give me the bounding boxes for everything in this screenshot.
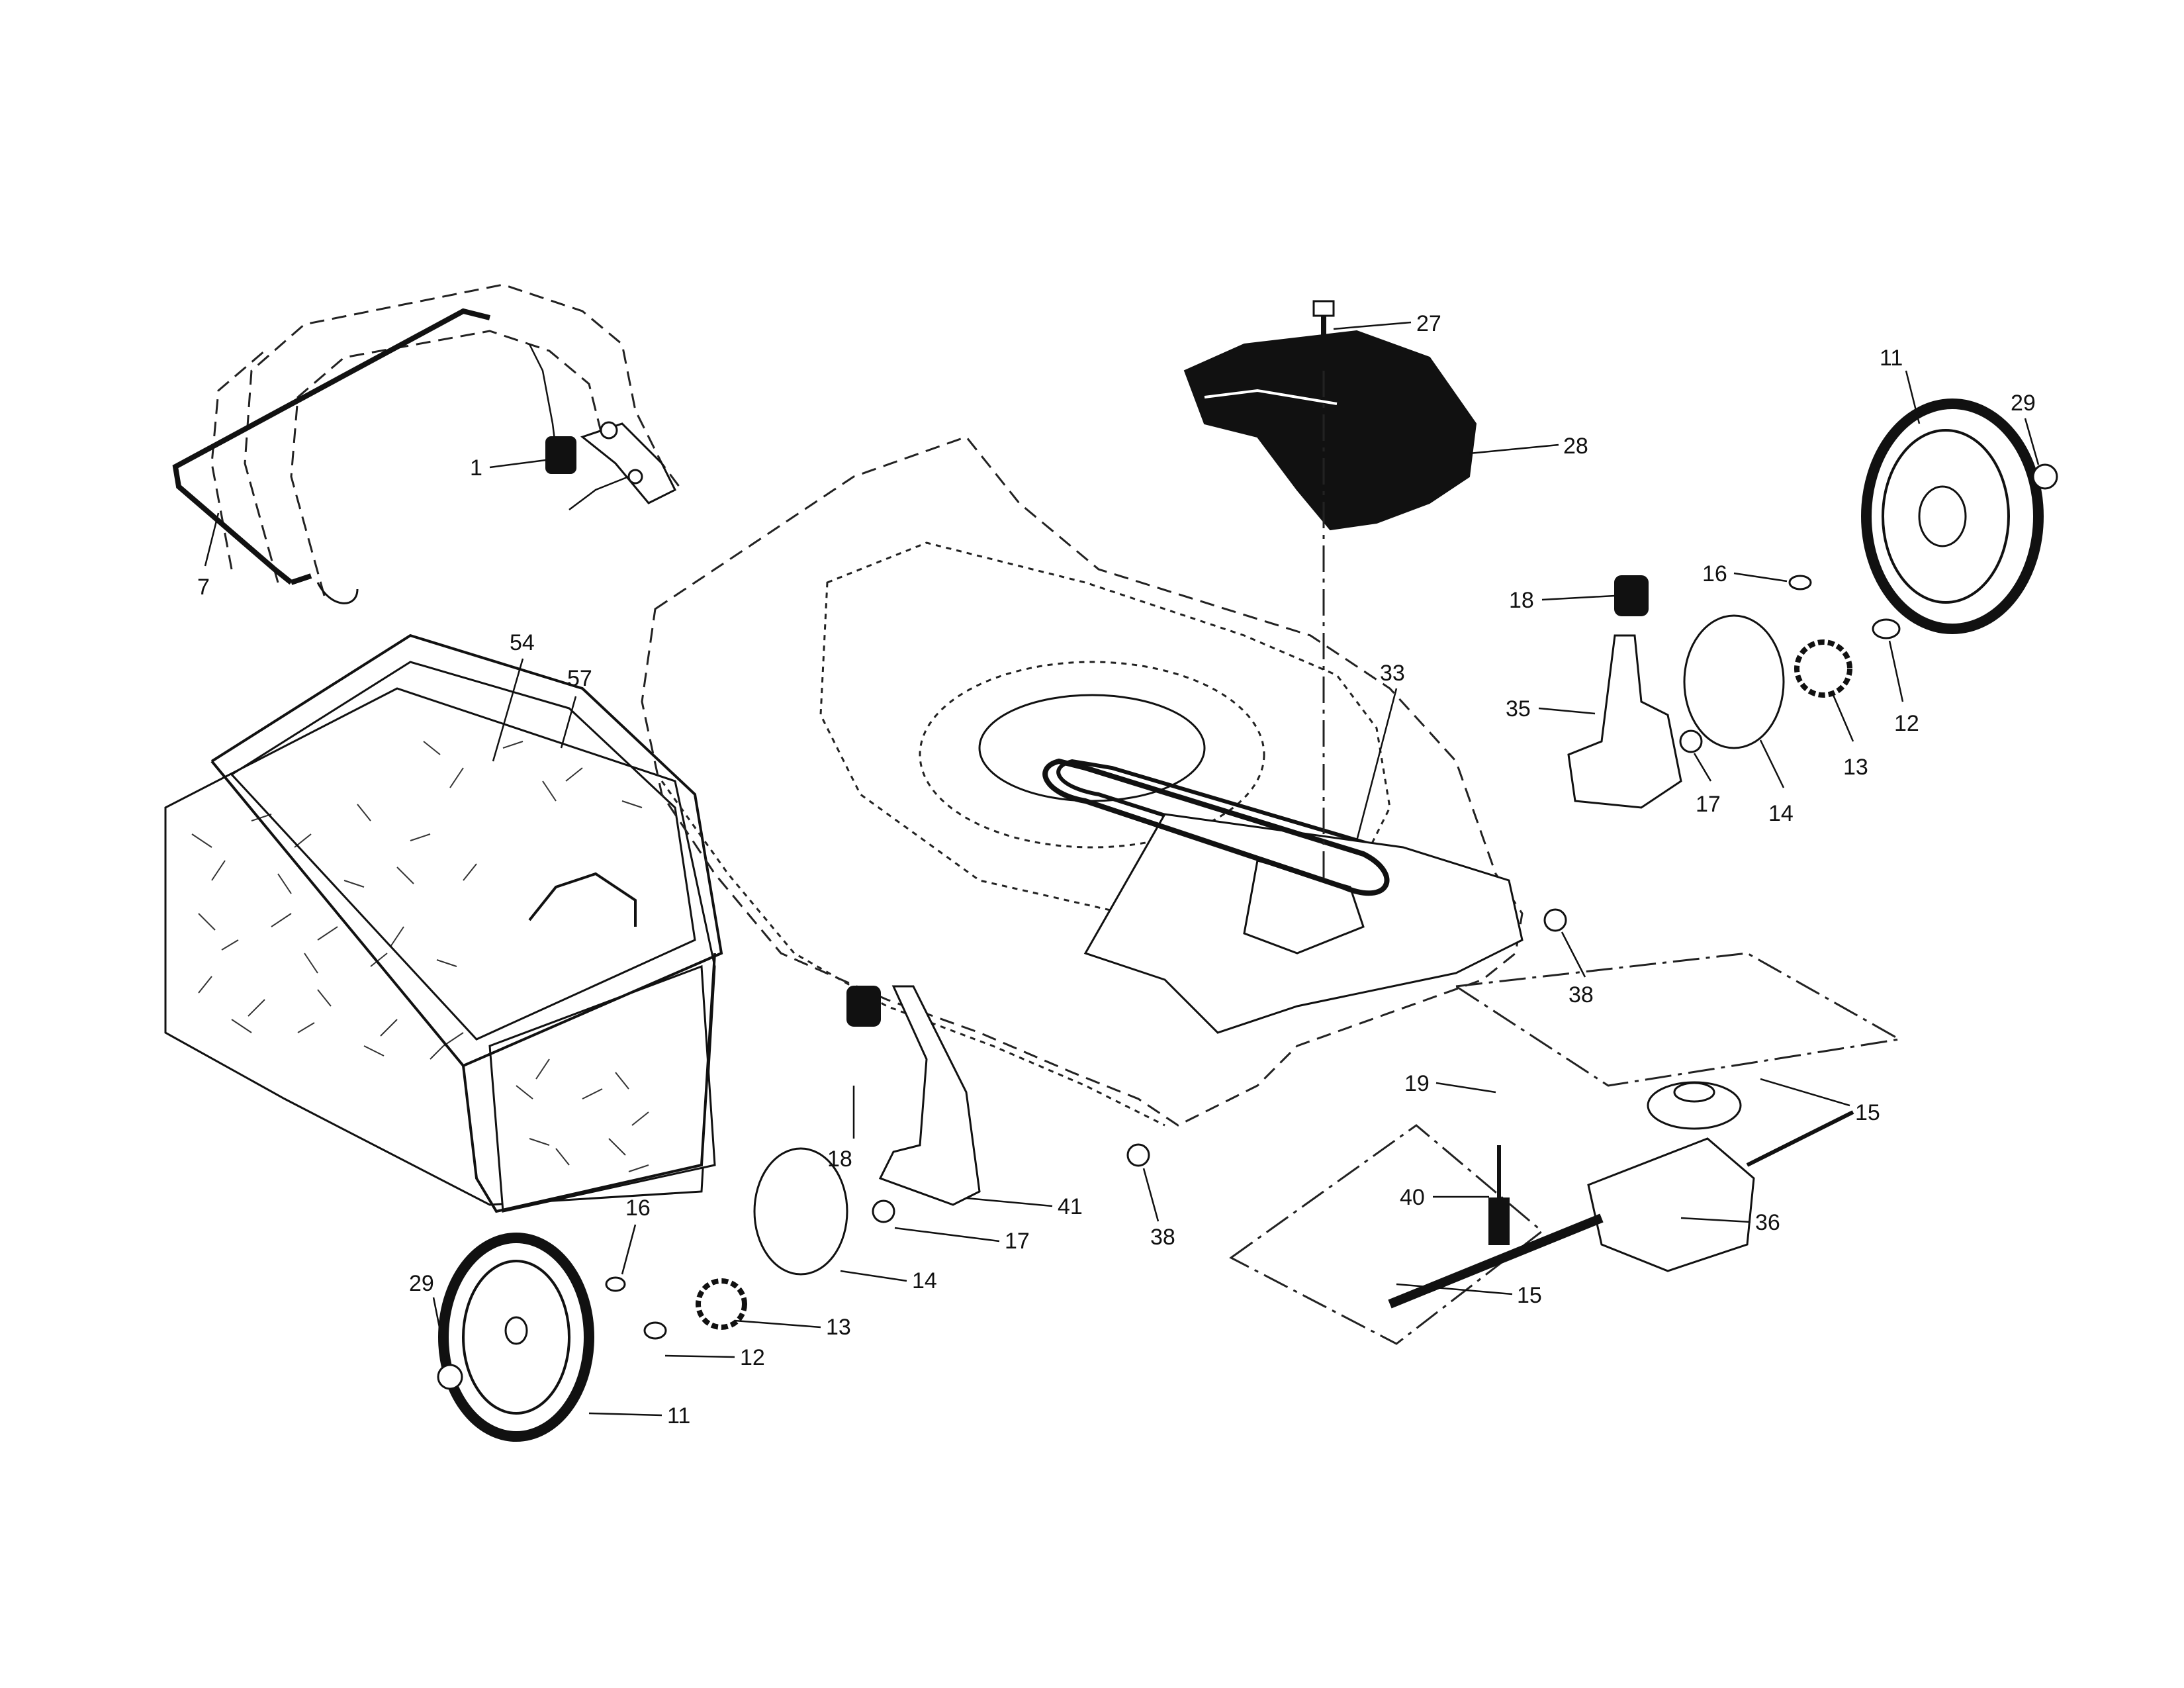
right-spacer xyxy=(1679,729,1703,753)
label-16-left: 16 xyxy=(625,1196,651,1221)
right-wheel-nut xyxy=(2032,463,2058,490)
label-19: 19 xyxy=(1404,1071,1430,1096)
bag-texture xyxy=(191,741,649,1172)
left-wheel-nut xyxy=(437,1364,463,1390)
label-13-right: 13 xyxy=(1843,755,1868,780)
right-wheel xyxy=(1861,399,2044,634)
right-dust-cover xyxy=(1683,614,1785,749)
bail-spring-clip xyxy=(528,344,643,510)
label-41: 41 xyxy=(1058,1194,1083,1219)
drive-shaft xyxy=(1388,1213,1604,1309)
label-29-right: 29 xyxy=(2011,391,2036,416)
drive-belt xyxy=(1042,758,1390,896)
left-dust-cover xyxy=(753,1147,848,1276)
bail-wire xyxy=(172,308,490,585)
label-17-right: 17 xyxy=(1696,792,1721,817)
left-spacer xyxy=(872,1199,895,1223)
label-57: 57 xyxy=(567,666,592,691)
right-height-adjuster xyxy=(1567,575,1682,809)
mower-deck xyxy=(641,436,1524,1127)
left-retaining-ring xyxy=(643,1321,667,1340)
label-13-left: 13 xyxy=(826,1315,851,1340)
label-38-right: 38 xyxy=(1569,982,1594,1008)
label-15-left: 15 xyxy=(1517,1283,1542,1308)
right-gear xyxy=(1794,639,1852,698)
label-36: 36 xyxy=(1755,1210,1780,1235)
transmission-box xyxy=(1229,952,1903,1345)
bag-frame xyxy=(210,633,723,1213)
upper-handle xyxy=(210,283,683,604)
left-wheel xyxy=(438,1233,594,1442)
label-35: 35 xyxy=(1506,696,1531,722)
label-18-right: 18 xyxy=(1509,588,1534,613)
label-54: 54 xyxy=(510,630,535,655)
left-gear xyxy=(696,1278,747,1330)
left-height-adjuster xyxy=(846,985,981,1206)
label-14-left: 14 xyxy=(912,1268,937,1293)
transmission xyxy=(1587,1081,1755,1272)
label-16-right: 16 xyxy=(1702,561,1727,586)
left-locknut xyxy=(1126,1143,1150,1167)
label-14-right: 14 xyxy=(1768,801,1794,826)
part-callouts: 1 7 54 57 27 28 11 29 16 18 35 33 12 13 … xyxy=(197,311,2040,1429)
label-12-right: 12 xyxy=(1894,711,1919,736)
label-40: 40 xyxy=(1400,1185,1425,1210)
label-15-right: 15 xyxy=(1855,1100,1880,1125)
label-17-left: 17 xyxy=(1005,1229,1030,1254)
label-12-left: 12 xyxy=(740,1345,765,1370)
label-27: 27 xyxy=(1416,311,1441,336)
label-33: 33 xyxy=(1380,661,1405,686)
right-shaft-end xyxy=(1746,1110,1854,1167)
label-29-left: 29 xyxy=(409,1271,434,1296)
label-38-left: 38 xyxy=(1150,1225,1175,1250)
label-1: 1 xyxy=(470,455,482,481)
right-retaining-ring xyxy=(1872,618,1901,639)
label-11-left: 11 xyxy=(667,1403,690,1429)
right-washer xyxy=(1788,575,1812,590)
label-28: 28 xyxy=(1563,434,1588,459)
label-18-left: 18 xyxy=(827,1147,852,1172)
drive-control-spring xyxy=(1488,1145,1510,1245)
right-locknut xyxy=(1543,908,1567,932)
left-washer xyxy=(605,1276,626,1292)
cover-bolt xyxy=(1312,300,1335,371)
label-7: 7 xyxy=(197,575,210,600)
grass-bag xyxy=(164,687,716,1213)
label-11-right: 11 xyxy=(1880,346,1903,371)
belt-cover xyxy=(1183,330,1477,531)
